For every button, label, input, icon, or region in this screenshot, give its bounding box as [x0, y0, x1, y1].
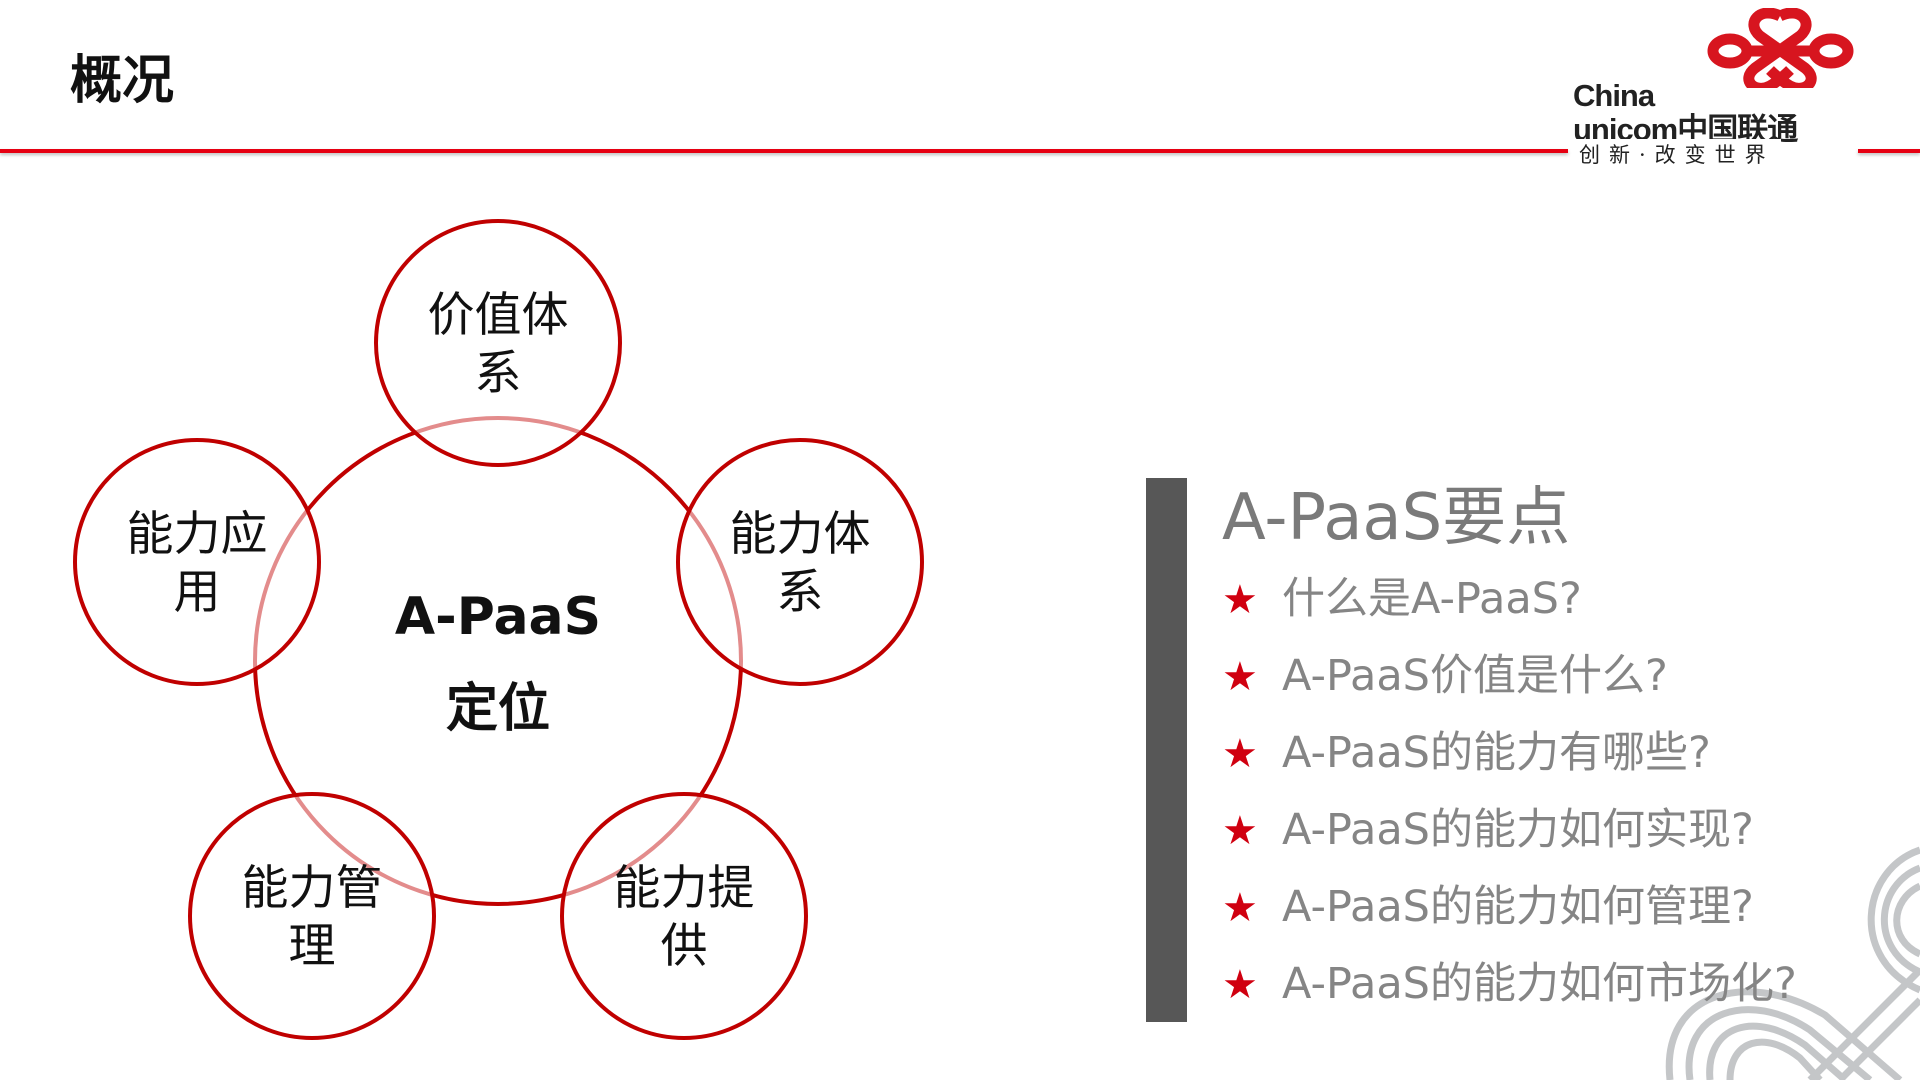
- star-icon: ★: [1222, 962, 1258, 1008]
- center-label: 定位: [446, 679, 550, 739]
- list-item: ★ A-PaaS的能力如何市场化?: [1222, 949, 1797, 1011]
- node-label: 系: [777, 565, 824, 620]
- star-icon: ★: [1222, 577, 1258, 623]
- china-unicom-logo: China unicom中国联通 创新·改变世界: [1565, 8, 1865, 169]
- logo-china-text: China: [1573, 78, 1655, 113]
- list-item: ★ 什么是A-PaaS?: [1222, 564, 1582, 626]
- center-label: A-PaaS: [395, 587, 601, 647]
- list-item-text: A-PaaS的能力如何市场化?: [1282, 959, 1797, 1009]
- node-circle-value: [374, 219, 622, 467]
- header-divider: [0, 149, 1568, 153]
- header-divider-right: [1858, 149, 1920, 153]
- node-label: 理: [289, 919, 336, 974]
- list-item-text: A-PaaS的能力如何管理?: [1282, 882, 1754, 932]
- node-label: 供: [661, 919, 708, 974]
- logo-slogan: 创新·改变世界: [1573, 139, 1781, 169]
- positioning-diagram: 价值体 系 能力应 用 能力体 系 能力管 理 能力提 供 A-PaaS 定位: [73, 219, 924, 1040]
- list-item: ★ A-PaaS价值是什么?: [1222, 641, 1668, 703]
- list-item-text: A-PaaS的能力有哪些?: [1282, 728, 1711, 778]
- node-circle-application: [73, 438, 321, 686]
- points-heading: A-PaaS要点: [1222, 481, 1571, 555]
- node-label: 用: [174, 565, 221, 620]
- star-icon: ★: [1222, 808, 1258, 854]
- node-label: 价值体: [428, 288, 569, 343]
- node-label: 能力提: [614, 861, 755, 916]
- star-icon: ★: [1222, 654, 1258, 700]
- unicom-knot-icon: [1707, 8, 1854, 88]
- node-label: 能力体: [730, 507, 871, 562]
- list-item-text: 什么是A-PaaS?: [1282, 574, 1582, 624]
- node-circle-provision: [560, 792, 808, 1040]
- knot-watermark-icon: [1665, 846, 1920, 1080]
- node-circle-management: [188, 792, 436, 1040]
- node-label: 能力管: [242, 861, 383, 916]
- page-title: 概况: [70, 51, 175, 111]
- list-item-text: A-PaaS价值是什么?: [1282, 651, 1668, 701]
- node-label: 能力应: [127, 507, 268, 562]
- list-item: ★ A-PaaS的能力有哪些?: [1222, 718, 1711, 780]
- node-circle-system: [676, 438, 924, 686]
- node-label: 系: [475, 346, 522, 401]
- list-item: ★ A-PaaS的能力如何实现?: [1222, 795, 1754, 857]
- list-item-text: A-PaaS的能力如何实现?: [1282, 805, 1754, 855]
- section-accent-bar: [1146, 478, 1187, 1022]
- star-icon: ★: [1222, 885, 1258, 931]
- list-item: ★ A-PaaS的能力如何管理?: [1222, 872, 1754, 934]
- star-icon: ★: [1222, 731, 1258, 777]
